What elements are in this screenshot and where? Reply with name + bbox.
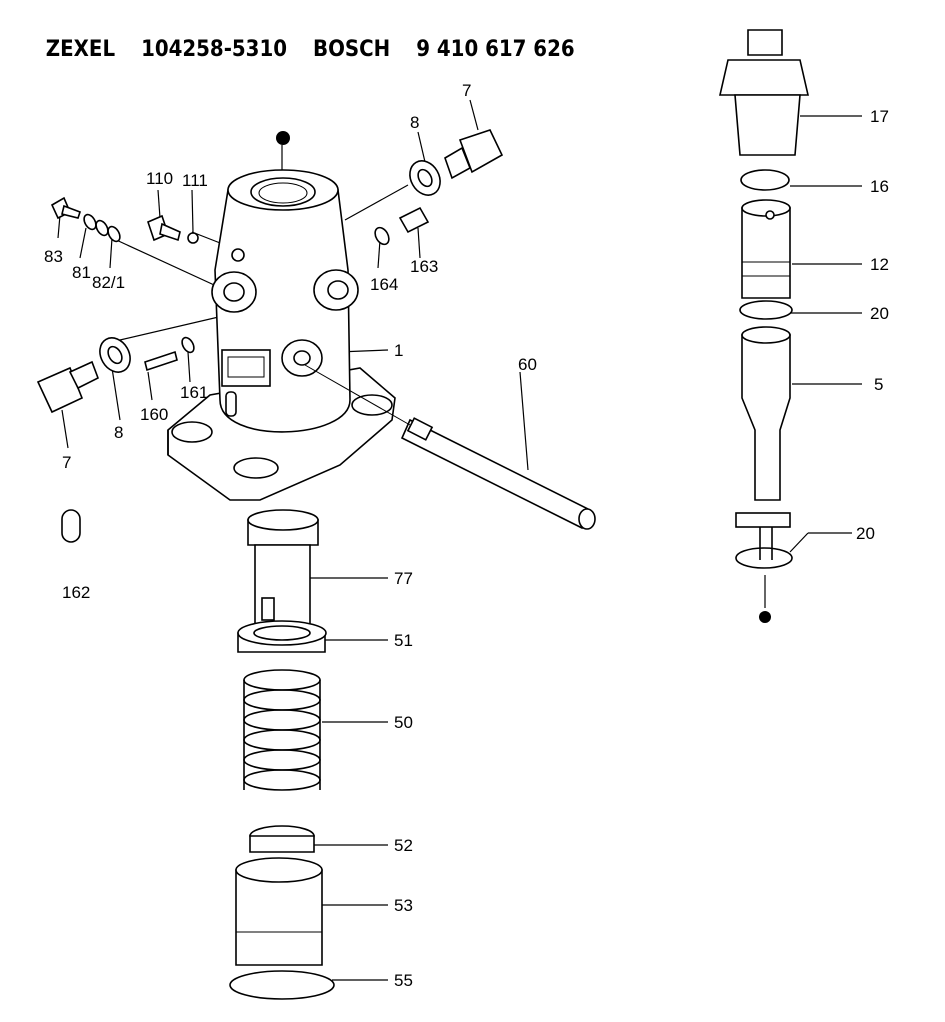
callout-20-upper: 20 xyxy=(870,304,889,323)
callout-16: 16 xyxy=(870,177,889,196)
bosch-part-number: 9 410 617 626 xyxy=(416,37,575,62)
callout-83: 83 xyxy=(44,247,63,266)
callout-17: 17 xyxy=(870,107,889,126)
lower-spring-seat xyxy=(249,825,315,853)
callout-81: 81 xyxy=(72,263,91,282)
callout-20-lower: 20 xyxy=(856,524,875,543)
washer-164 xyxy=(374,226,390,246)
gasket-20b xyxy=(735,547,793,569)
callout-52: 52 xyxy=(394,836,413,855)
brand-bosch: BOSCH xyxy=(313,37,391,62)
reference-dot-bottom xyxy=(759,611,771,623)
washer-111 xyxy=(187,232,199,244)
screw-163 xyxy=(398,206,430,234)
callout-60: 60 xyxy=(518,355,537,374)
spring-seat xyxy=(237,620,327,653)
callout-8-top: 8 xyxy=(410,113,419,132)
callout-1: 1 xyxy=(394,341,403,360)
control-sleeve xyxy=(247,509,319,626)
callout-164: 164 xyxy=(370,275,398,294)
callout-labels: 7 8 110 111 83 81 82/1 164 163 1 160 161… xyxy=(44,81,889,990)
callout-55: 55 xyxy=(394,971,413,990)
o-ring-16 xyxy=(740,169,790,191)
plunger-spring xyxy=(243,669,321,791)
callout-12: 12 xyxy=(870,255,889,274)
brand-zexel: ZEXEL xyxy=(45,37,116,62)
delivery-valve-holder xyxy=(718,29,810,156)
callout-82-1: 82/1 xyxy=(92,273,125,292)
roller-tappet xyxy=(235,857,323,966)
plug-screw-left xyxy=(36,360,100,414)
callout-163: 163 xyxy=(410,257,438,276)
screw-160 xyxy=(144,350,178,372)
seal-washer-left xyxy=(99,337,131,373)
retaining-ring xyxy=(229,970,335,1000)
key-162 xyxy=(61,509,81,543)
washer-161 xyxy=(181,336,195,354)
callout-53: 53 xyxy=(394,896,413,915)
barrel-5 xyxy=(735,326,791,560)
delivery-valve-12 xyxy=(741,199,791,299)
callout-161: 161 xyxy=(180,383,208,402)
callout-7-left: 7 xyxy=(62,453,71,472)
callout-50: 50 xyxy=(394,713,413,732)
header: ZEXEL 104258-5310 BOSCH 9 410 617 626 xyxy=(32,12,601,62)
callout-160: 160 xyxy=(140,405,168,424)
callout-51: 51 xyxy=(394,631,413,650)
screw-110 xyxy=(147,214,181,242)
zexel-part-number: 104258-5310 xyxy=(141,37,287,62)
pump-body xyxy=(167,169,396,501)
plug-screw-right xyxy=(444,129,504,180)
washers-81-82 xyxy=(83,213,121,243)
callout-5: 5 xyxy=(874,375,883,394)
leader-lines xyxy=(57,99,862,981)
callout-8-left: 8 xyxy=(114,423,123,442)
callout-77: 77 xyxy=(394,569,413,588)
seal-washer-right xyxy=(409,160,441,196)
callout-110: 110 xyxy=(146,169,173,188)
callout-162: 162 xyxy=(62,583,90,602)
screw-83 xyxy=(50,196,82,220)
control-rod xyxy=(304,364,596,530)
gasket-20a xyxy=(739,300,793,320)
callout-7-top: 7 xyxy=(462,81,471,100)
callout-111: 111 xyxy=(182,171,208,190)
reference-dot-top xyxy=(276,131,290,145)
